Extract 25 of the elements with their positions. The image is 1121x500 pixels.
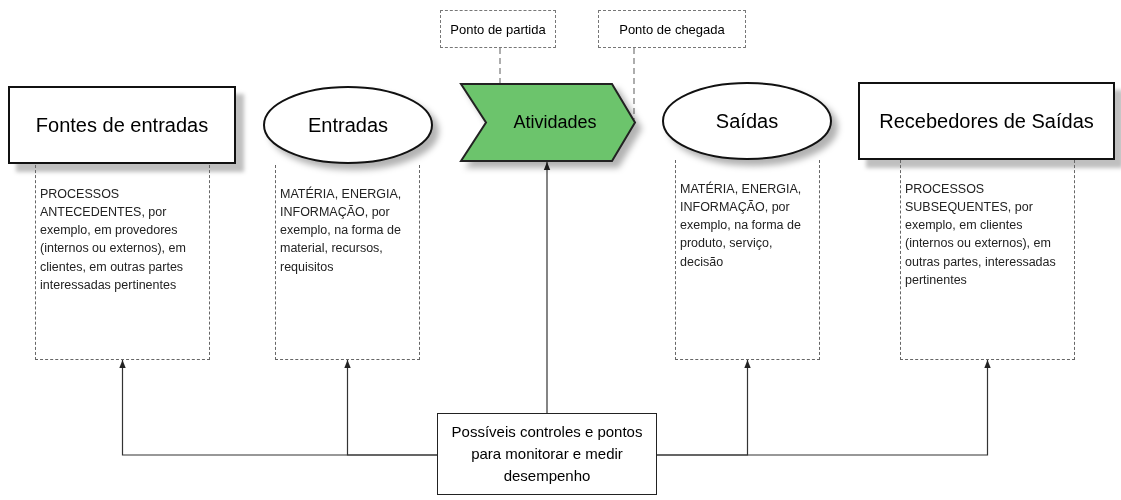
description-text: MATÉRIA, ENERGIA, INFORMAÇÃO, por exemplo, na forma de produto, serviço, decisão [680, 180, 803, 271]
node-label: Fontes de entradas [35, 113, 209, 137]
description-box [900, 160, 1075, 360]
note-box [440, 10, 556, 48]
arrow [344, 359, 438, 456]
description-box [675, 160, 820, 360]
description-box [275, 165, 420, 360]
process-box [858, 82, 1115, 160]
process-box [8, 86, 236, 164]
node-label: Recebedores de Saídas [879, 109, 1094, 133]
arrow [543, 161, 551, 414]
node-label: Atividades [512, 112, 597, 133]
connector-line [499, 47, 501, 84]
description-text: PROCESSOS ANTECEDENTES, por exemplo, em provedores (internos ou externos), em clientes, em outras partes interessadas pertinentes [40, 186, 187, 294]
description-box [35, 165, 210, 360]
node-label: Ponto de chegada [619, 21, 725, 37]
node-label: Ponto de partida [450, 21, 546, 37]
control-box [437, 413, 657, 495]
arrow [656, 359, 991, 456]
node-label: Saídas [715, 109, 779, 133]
note-box [598, 10, 746, 48]
description-text: Possíveis controles e pontos para monitorar e medir desempenho [450, 422, 644, 486]
node-label: Entradas [307, 113, 389, 137]
description-text: MATÉRIA, ENERGIA, INFORMAÇÃO, por exemplo, na forma de material, recursos, requisitos [280, 185, 403, 276]
description-text: PROCESSOS SUBSEQUENTES, por exemplo, em clientes (internos ou externos), em outras partes, interessadas pertinentes [905, 181, 1057, 289]
